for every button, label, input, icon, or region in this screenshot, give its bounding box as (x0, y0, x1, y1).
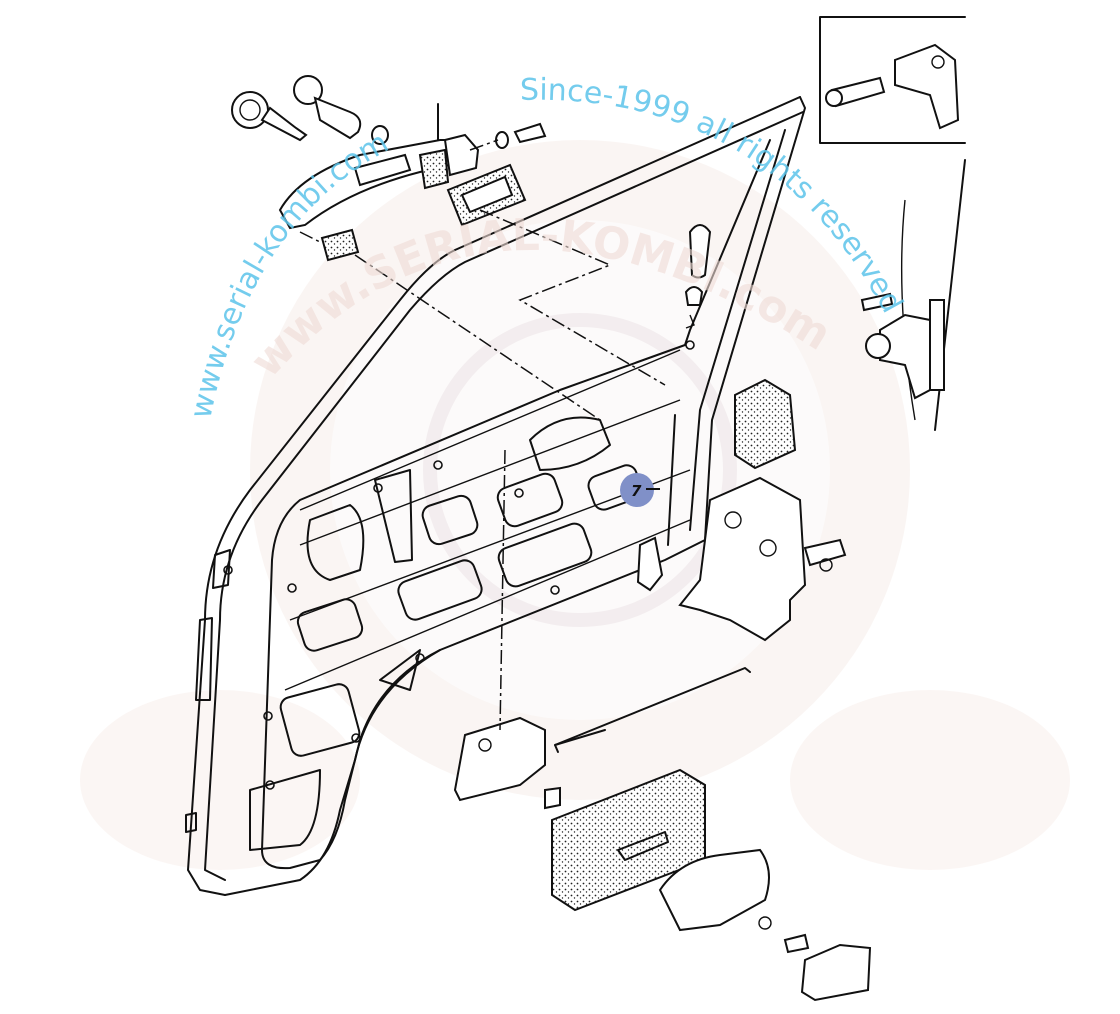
callout-badge[interactable] (620, 473, 654, 507)
door-lock-mechanism (636, 476, 847, 642)
hinge-inset (819, 16, 966, 144)
inside-handle-assembly (453, 449, 872, 1002)
door-shell (185, 96, 806, 896)
foam-pad-upper (734, 378, 797, 470)
callout-7[interactable]: 7 (620, 473, 660, 507)
callout-label: 7 (631, 482, 642, 500)
lock-knob (667, 224, 712, 546)
body-hinge (860, 159, 966, 431)
outside-handle-assembly (231, 75, 666, 421)
